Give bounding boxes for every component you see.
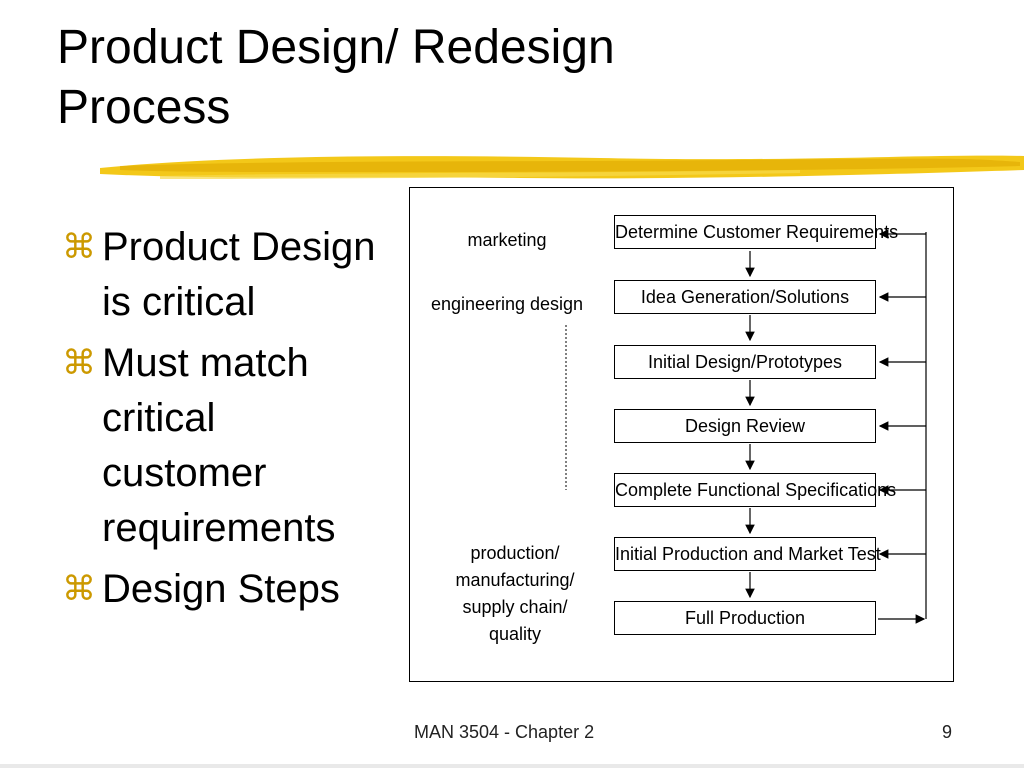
slide-title: Product Design/ Redesign Process	[57, 18, 957, 138]
bullet-text: customer	[102, 451, 267, 495]
footer-course: MAN 3504 - Chapter 2	[414, 722, 595, 742]
bullet-item: ⌘ Design Steps	[62, 562, 402, 617]
step-determine-requirements: Determine Customer Requirements	[614, 215, 898, 249]
bullet-text: Product Design	[102, 225, 376, 269]
process-diagram-frame	[409, 187, 954, 682]
slide-title-line2: Process	[57, 81, 231, 134]
bullet-mark-icon: ⌘	[62, 228, 96, 266]
bullet-item: ⌘ Product Design is critical	[62, 220, 402, 330]
bullet-list: ⌘ Product Design is critical ⌘ Must matc…	[62, 220, 402, 623]
step-design-review: Design Review	[614, 409, 876, 443]
bullet-item: ⌘ Must match critical customer requireme…	[62, 336, 402, 556]
page-number: 9	[942, 722, 953, 742]
slide-title-line1: Product Design/ Redesign	[57, 21, 615, 74]
step-full-production: Full Production	[614, 601, 876, 635]
bullet-text: critical	[102, 396, 216, 440]
step-idea-generation: Idea Generation/Solutions	[614, 280, 876, 314]
step-functional-specs: Complete Functional Specifications	[614, 473, 896, 507]
marketing-label: marketing	[467, 230, 547, 250]
bullet-text: is critical	[102, 280, 256, 324]
bullet-text: Design Steps	[102, 567, 340, 611]
bullet-text: Must match	[102, 341, 309, 385]
footer-rule	[0, 764, 1024, 768]
bullet-text: requirements	[102, 506, 336, 550]
production-label: production/ manufacturing/ supply chain/…	[455, 543, 575, 644]
bullet-mark-icon: ⌘	[62, 344, 96, 382]
step-initial-design: Initial Design/Prototypes	[614, 345, 876, 379]
title-brush-underline	[100, 155, 1024, 179]
step-initial-production: Initial Production and Market Test	[614, 537, 881, 571]
engineering-design-label: engineering design	[430, 294, 584, 314]
bullet-mark-icon: ⌘	[62, 570, 96, 608]
